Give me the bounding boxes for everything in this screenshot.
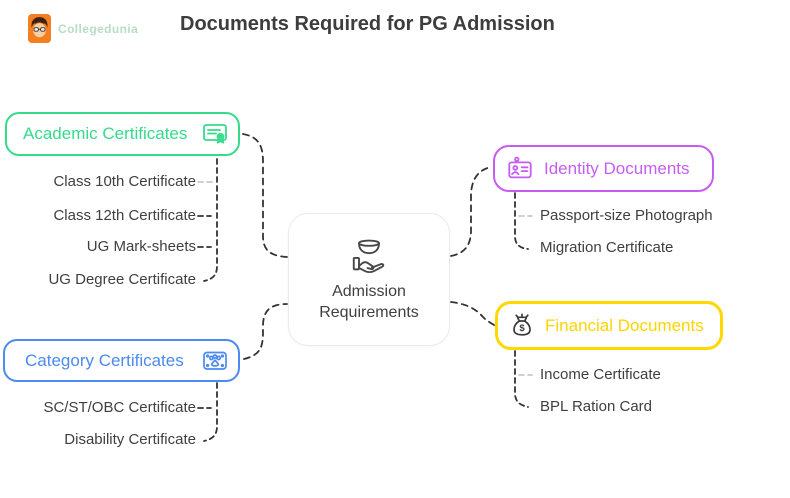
item-sc-st-obc-certificate: SC/ST/OBC Certificate [43, 399, 196, 416]
branch-category-label: Category Certificates [25, 350, 184, 370]
item-disability-certificate: Disability Certificate [64, 431, 196, 448]
connector-academic-to-center [242, 133, 288, 258]
connector-center-to-financial [450, 301, 495, 326]
item-passport-size-photograph: Passport-size Photograph [540, 207, 713, 224]
branch-financial-documents: $ Financial Documents [495, 301, 723, 350]
item-migration-certificate: Migration Certificate [540, 239, 674, 256]
item-class-10th-certificate: Class 10th Certificate [53, 173, 196, 190]
connector-category-to-center [243, 303, 288, 360]
collegedunia-mascot-icon [31, 17, 48, 38]
item-bpl-ration-card: BPL Ration Card [540, 398, 653, 415]
brand-text: Collegedunia [58, 22, 139, 36]
money-bag-icon: $ [513, 313, 531, 336]
collegedunia-logo [28, 14, 51, 43]
center-node-admission-requirements: Admission Requirements [288, 213, 450, 346]
center-node-label-line1: Admission [332, 282, 406, 300]
connector-center-to-identity [450, 166, 493, 257]
item-ug-mark-sheets: UG Mark-sheets [86, 238, 196, 255]
branch-academic-certificates: Academic Certificates [5, 112, 240, 156]
branch-financial-label: Financial Documents [545, 315, 704, 335]
connector-academic-items-spine [203, 158, 218, 282]
item-class-12th-certificate: Class 12th Certificate [53, 207, 196, 224]
center-node-label-line2: Requirements [319, 303, 419, 321]
connector-identity-items-spine [514, 192, 529, 250]
branch-category-certificates: Category Certificates [3, 339, 240, 382]
branch-academic-label: Academic Certificates [23, 124, 188, 143]
item-income-certificate: Income Certificate [540, 366, 661, 383]
branch-identity-label: Identity Documents [544, 158, 690, 178]
branch-identity-documents: Identity Documents [493, 145, 714, 192]
connector-financial-items-spine [514, 350, 529, 408]
id-card-icon [508, 156, 532, 178]
connector-category-items-spine [203, 382, 218, 442]
hand-holding-bowl-icon [352, 239, 385, 273]
certificate-icon [203, 124, 227, 144]
item-ug-degree-certificate: UG Degree Certificate [48, 271, 196, 288]
category-card-icon [203, 351, 227, 370]
svg-text:$: $ [519, 323, 525, 334]
page-title: Documents Required for PG Admission [180, 13, 555, 35]
